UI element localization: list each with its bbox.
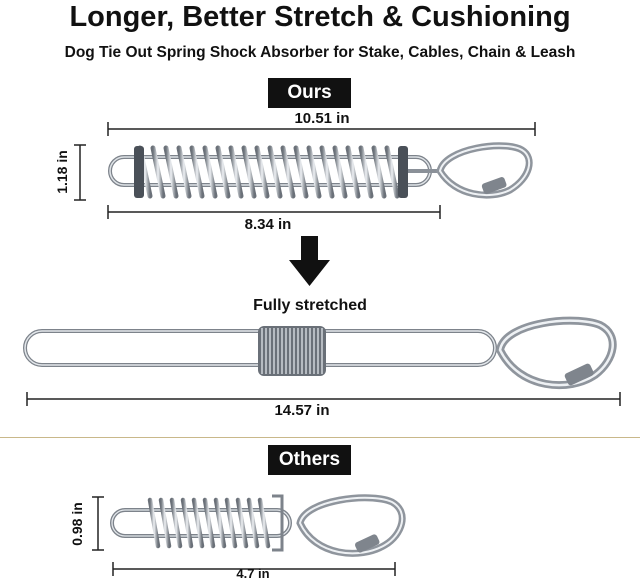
ours-spring-length-label: 8.34 in	[244, 216, 292, 233]
others-spring	[110, 494, 406, 557]
ours-spring-dimension	[107, 205, 441, 219]
ours-spring	[108, 142, 533, 199]
others-tag: Others	[268, 445, 351, 475]
stretched-spring	[23, 316, 617, 389]
stretched-length-label: 14.57 in	[274, 402, 330, 419]
section-divider	[0, 437, 640, 438]
ours-height-label: 1.18 in	[54, 150, 70, 194]
page-subtitle: Dog Tie Out Spring Shock Absorber for St…	[64, 44, 576, 61]
others-length-dimension	[112, 562, 396, 576]
page-title: Longer, Better Stretch & Cushioning	[69, 1, 571, 33]
ours-total-dimension	[107, 122, 536, 136]
stretched-dimension	[26, 392, 621, 406]
ours-height-dimension	[74, 144, 86, 201]
stretched-label: Fully stretched	[253, 297, 367, 314]
others-height-dimension	[92, 496, 104, 551]
others-height-label: 0.98 in	[69, 502, 85, 546]
ours-total-length-label: 10.51 in	[294, 110, 350, 127]
others-length-label: 4.7 in	[236, 566, 270, 581]
down-arrow-icon	[289, 236, 330, 286]
ours-tag: Ours	[268, 78, 351, 108]
